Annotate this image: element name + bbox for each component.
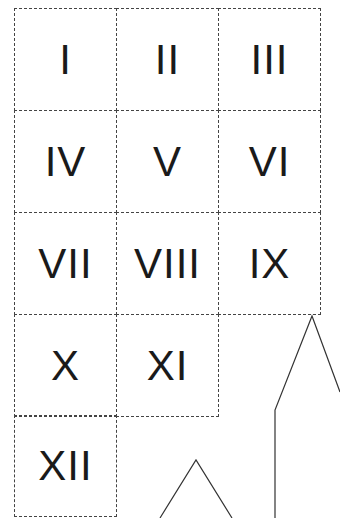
roman-numeral: III	[250, 39, 288, 81]
roman-numeral: XI	[147, 345, 189, 387]
roman-numeral: VI	[249, 141, 291, 183]
roman-numeral: IX	[249, 243, 291, 285]
roman-numeral: I	[59, 39, 72, 81]
numeral-box: III	[218, 8, 321, 111]
numeral-box: XII	[14, 415, 117, 517]
numeral-box: X	[14, 314, 117, 417]
roman-numeral: IV	[45, 141, 87, 183]
numeral-box: V	[116, 110, 219, 213]
roman-numeral: V	[153, 141, 182, 183]
roman-numeral: X	[51, 345, 80, 387]
numeral-box: IX	[218, 212, 321, 315]
numeral-box: IV	[14, 110, 117, 213]
numeral-box: I	[14, 8, 117, 111]
numeral-box: XI	[116, 314, 219, 417]
peak-outline	[160, 460, 232, 518]
numeral-box: VIII	[116, 212, 219, 315]
numeral-box: VI	[218, 110, 321, 213]
roman-numeral: XII	[38, 445, 92, 487]
spire-outline	[275, 316, 340, 518]
numeral-box: II	[116, 8, 219, 111]
roman-numeral: VIII	[134, 243, 201, 285]
roman-numeral: II	[155, 39, 180, 81]
numeral-box: VII	[14, 212, 117, 315]
roman-numeral: VII	[38, 243, 92, 285]
